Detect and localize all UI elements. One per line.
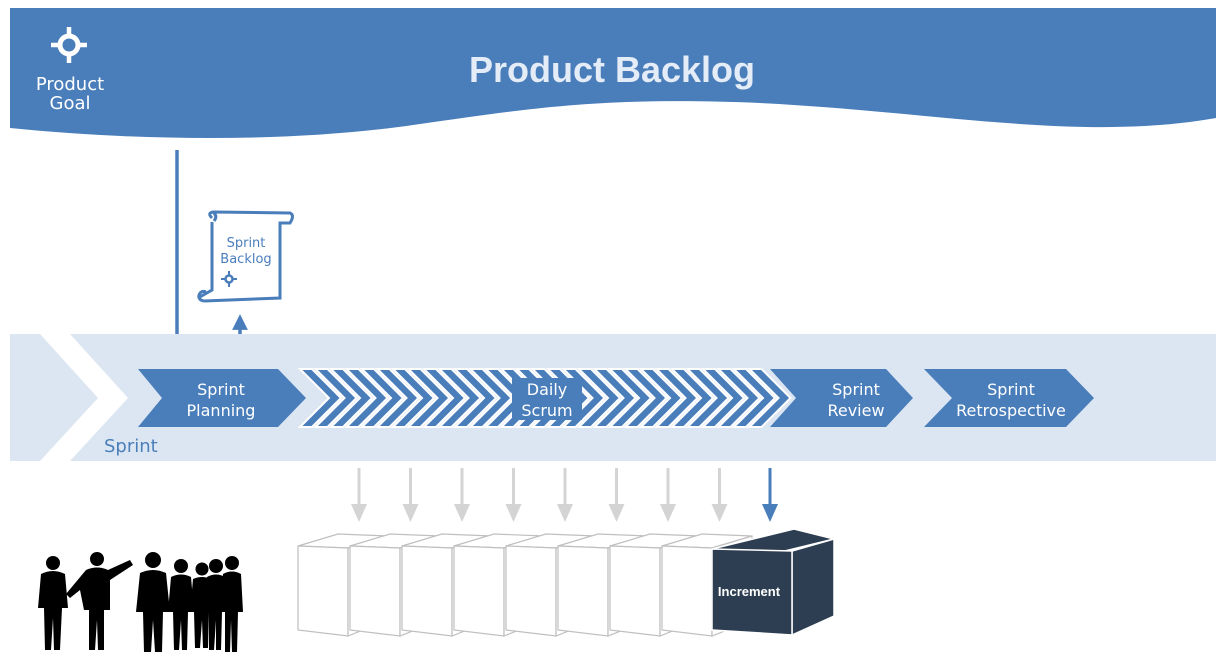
increment-arrowhead [711,504,728,522]
daily-scrum-thin-chevron [623,368,668,428]
daily-scrum-thin-chevron [607,368,653,428]
increment-arrowhead [454,504,470,522]
increment-cube-front [711,548,793,636]
sprint-review-label-line1: Sprint [832,380,880,399]
sprint-planning-chevron [138,369,306,427]
daily-scrum-thin-chevron [638,368,684,428]
daily-scrum-thin-chevron [375,368,420,428]
daily-scrum-thin-chevron [390,368,436,428]
increment-arrowhead [557,504,573,522]
daily-scrum-thin-chevron [716,368,761,428]
daily-scrum-thin-chevron [654,368,699,428]
sprint-review-label-line2: Review [827,401,884,420]
sprint-planning-label-line2: Planning [187,401,256,420]
sprint-retrospective-label-line1: Sprint [987,380,1035,399]
increment-label: Increment [718,584,781,599]
increment-cube-side [791,538,835,637]
daily-scrum-thin-chevron [406,368,451,428]
band-right-segment [1098,334,1216,461]
sprint-retrospective-label-line2: Retrospective [956,401,1066,420]
product-goal-label-line2: Goal [50,93,91,114]
sprint-backlog-label-line2: Backlog [220,252,271,267]
sprint-planning-label-line1: Sprint [197,380,245,399]
crosshair-goal-icon [51,27,87,63]
team-silhouette-icon [38,552,243,652]
increment-cubes [297,533,753,637]
daily-scrum-thin-chevron [685,368,730,428]
daily-scrum-thin-chevron [731,368,777,428]
daily-scrum-thin-chevron [313,368,358,428]
daily-scrum-thin-chevron [561,368,606,428]
band-left-chevron [10,334,98,461]
increment-arrowhead [402,504,419,522]
daily-scrum-thin-chevron [747,368,792,428]
current-increment-cube: Increment [711,528,835,637]
daily-scrum-thin-chevron [669,368,715,428]
sprint-retrospective-chevron [924,369,1094,427]
daily-scrum-thin-chevron [297,368,343,428]
increment-arrowhead [608,504,625,522]
product-backlog-banner: Product Backlog Product Goal [10,8,1216,139]
daily-scrum-thin-chevron [344,368,389,428]
daily-scrum-thin-chevron [700,368,746,428]
daily-scrum-label-line1: Daily [527,380,567,399]
daily-scrum-thin-chevron [328,368,374,428]
sprint-backlog-label-line1: Sprint [227,236,266,251]
scrum-events: Sprint Planning Daily Scrum Sprint Revie… [138,368,1094,428]
daily-scrum-thin-chevron [592,368,637,428]
daily-scrum-thin-chevron [421,368,467,428]
daily-scrum-label-line2: Scrum [521,401,572,420]
small-crosshair-icon [221,271,237,287]
daily-scrum-thin-chevron [359,368,405,428]
daily-scrum-thin-chevron [452,368,498,428]
banner-wave [10,8,1216,139]
sprint-review-chevron [770,369,913,427]
daily-scrum-label-backing [512,378,582,420]
increment-arrowhead [351,504,367,522]
current-increment-arrowhead [762,504,778,522]
sprint-backlog-scroll: Sprint Backlog [197,210,294,303]
daily-scrum-thin-chevron [437,368,482,428]
scroll-icon [197,210,294,303]
product-goal-label-line1: Product [36,74,104,95]
increment-arrowhead [660,504,676,522]
daily-scrum-thin-chevron [576,368,622,428]
sprint-label: Sprint [104,436,158,457]
increment-arrows [351,468,778,522]
increment-arrowhead [505,504,522,522]
page-title: Product Backlog [469,49,755,90]
daily-scrum-thin-chevron [468,368,513,428]
